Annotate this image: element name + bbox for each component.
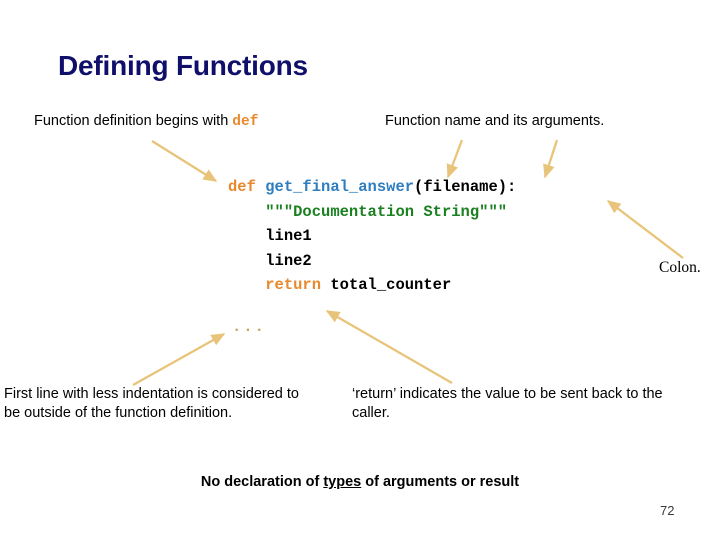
code-indent bbox=[228, 276, 265, 294]
page-title: Defining Functions bbox=[58, 50, 308, 81]
slide-number: 72 bbox=[660, 503, 675, 518]
code-indent bbox=[228, 252, 265, 270]
arrow-to-def bbox=[151, 140, 218, 182]
arrow-to-arguments bbox=[543, 139, 559, 179]
code-block: def get_final_answer(filename): """Docum… bbox=[228, 175, 516, 298]
callout-def-note: Function definition begins with def bbox=[34, 112, 258, 132]
callout-indentation-note: First line with less indentation is cons… bbox=[4, 386, 299, 421]
code-token-plain: line1 bbox=[265, 227, 312, 245]
code-token-fname: get_final_answer bbox=[265, 178, 415, 196]
footer-note-before: No declaration of bbox=[200, 474, 324, 490]
code-token-kw: return bbox=[265, 276, 331, 294]
code-line: return total_counter bbox=[228, 273, 516, 298]
arrow-to-return bbox=[325, 310, 453, 384]
footer-note-after: of arguments or result bbox=[361, 474, 520, 490]
code-token-str: """Documentation String""" bbox=[265, 202, 508, 221]
footer-note-underlined: types bbox=[323, 474, 362, 490]
callout-colon-note: Colon. bbox=[659, 259, 701, 276]
code-line: line2 bbox=[228, 249, 516, 274]
code-token-plain: line2 bbox=[265, 251, 312, 270]
code-token-plain: total_counter bbox=[330, 276, 452, 294]
arrow-to-colon bbox=[606, 200, 684, 259]
code-line: line1 bbox=[228, 224, 516, 249]
callout-name-note: Function name and its arguments. bbox=[385, 113, 605, 129]
arrow-to-function-name bbox=[446, 139, 464, 179]
arrow-to-ellipsis bbox=[132, 332, 226, 387]
code-trailing-ellipsis: ... bbox=[232, 318, 266, 336]
code-line: """Documentation String""" bbox=[228, 200, 516, 225]
code-indent bbox=[228, 227, 265, 245]
callout-return-note: ‘return’ indicates the value to be sent … bbox=[352, 386, 663, 421]
code-line: def get_final_answer(filename): bbox=[228, 175, 516, 200]
footer-note: No declaration of types of arguments or … bbox=[0, 474, 720, 490]
callout-def-keyword: def bbox=[232, 114, 259, 130]
code-indent bbox=[228, 203, 265, 221]
callout-def-note-text: Function definition begins with bbox=[34, 113, 233, 129]
code-token-plain: (filename): bbox=[414, 178, 517, 196]
code-token-kw: def bbox=[228, 178, 266, 196]
